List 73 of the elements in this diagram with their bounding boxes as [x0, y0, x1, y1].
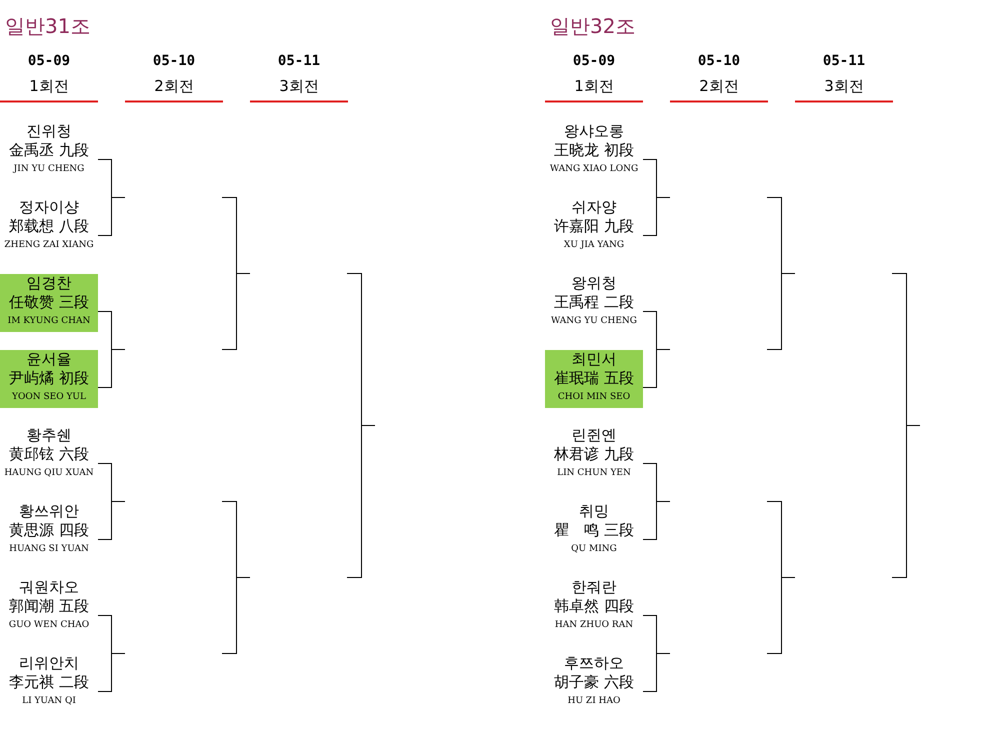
korean-name: 린쥔옌 [570, 426, 618, 444]
bracket-line [642, 463, 657, 540]
korean-name: 임경찬 [26, 274, 72, 292]
romanized-name: QU MING [570, 544, 618, 555]
bracket-line [98, 463, 112, 540]
bracket-line [642, 159, 657, 236]
chinese-name-rank: 王禹程 二段 [553, 293, 635, 311]
romanized-name: XU JIA YANG [562, 240, 626, 251]
round-label: 2회전 [698, 77, 740, 96]
romanized-name: HU ZI HAO [566, 696, 622, 707]
romanized-name: LIN CHUN YEN [556, 468, 632, 479]
korean-name: 왕샤오롱 [563, 122, 625, 140]
chinese-name-rank: 尹屿燏 初段 [8, 369, 90, 387]
romanized-name: HAUNG QIU XUAN [3, 468, 95, 479]
bracket-line [642, 615, 657, 692]
round-label: 1회전 [573, 77, 615, 96]
korean-name: 최민서 [570, 350, 618, 368]
highlighted-player-box [0, 274, 98, 332]
romanized-name: JIN YU CHENG [12, 164, 86, 175]
bracket-line [98, 159, 112, 236]
romanized-name: WANG XIAO LONG [548, 164, 640, 175]
chinese-name-rank: 许嘉阳 九段 [553, 217, 635, 235]
date-label: 05-09 [572, 53, 616, 69]
date-label: 05-11 [276, 53, 322, 69]
romanized-name: WANG YU CHENG [550, 316, 638, 327]
romanized-name: IM KYUNG CHAN [6, 316, 92, 327]
chinese-name-rank: 黄邱铉 六段 [8, 445, 90, 463]
round-label: 3회전 [278, 77, 320, 96]
korean-name: 후쯔하오 [563, 654, 625, 672]
date-label: 05-09 [26, 53, 72, 69]
romanized-name: LI YUAN QI [21, 696, 77, 707]
korean-name: 쉬자양 [570, 198, 618, 216]
chinese-name-rank: 黄思源 四段 [8, 521, 90, 539]
korean-name: 진위청 [26, 122, 72, 140]
korean-name: 윤서율 [26, 350, 72, 368]
chinese-name-rank: 王晓龙 初段 [553, 141, 635, 159]
bracket-line [98, 311, 112, 388]
round-label: 2회전 [153, 77, 195, 96]
korean-name: 취밍 [578, 502, 610, 520]
round-label: 1회전 [28, 77, 70, 96]
highlighted-player-box [0, 350, 98, 408]
chinese-name-rank: 林君谚 九段 [553, 445, 635, 463]
group-title: 일반31조 [5, 13, 90, 40]
date-label: 05-10 [696, 53, 742, 69]
chinese-name-rank: 任敬赞 三段 [8, 293, 90, 311]
korean-name: 리위안치 [18, 654, 80, 672]
chinese-name-rank: 郑载想 八段 [8, 217, 90, 235]
chinese-name-rank: 郭闻潮 五段 [8, 597, 90, 615]
korean-name: 황쓰위안 [18, 502, 80, 520]
chinese-name-rank: 胡子豪 六段 [553, 673, 635, 691]
korean-name: 황추쉔 [26, 426, 72, 444]
romanized-name: ZHENG ZAI XIANG [3, 240, 95, 251]
romanized-name: CHOI MIN SEO [556, 392, 632, 403]
korean-name: 정자이샹 [18, 198, 80, 216]
round-label: 3회전 [823, 77, 865, 96]
korean-name: 궈원차오 [18, 578, 80, 596]
date-label: 05-10 [152, 53, 196, 69]
chinese-name-rank: 金禹丞 九段 [8, 141, 90, 159]
korean-name: 왕위청 [570, 274, 618, 292]
romanized-name: HAN ZHUO RAN [554, 620, 634, 631]
date-label: 05-11 [822, 53, 866, 69]
chinese-name-rank: 崔珉瑞 五段 [553, 369, 635, 387]
chinese-name-rank: 瞿 鸣 三段 [553, 521, 635, 539]
romanized-name: YOON SEO YUL [11, 392, 87, 403]
bracket-line [642, 311, 657, 388]
highlighted-player-box [545, 350, 643, 408]
chinese-name-rank: 韩卓然 四段 [553, 597, 635, 615]
chinese-name-rank: 李元祺 二段 [8, 673, 90, 691]
romanized-name: GUO WEN CHAO [8, 620, 90, 631]
group-title: 일반32조 [550, 13, 636, 40]
romanized-name: HUANG SI YUAN [8, 544, 90, 555]
korean-name: 한줘란 [570, 578, 618, 596]
bracket-line [98, 615, 112, 692]
